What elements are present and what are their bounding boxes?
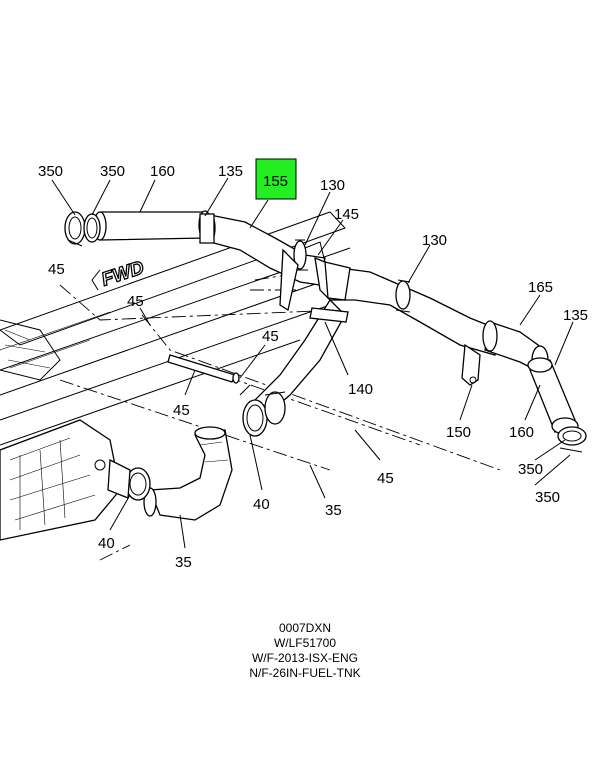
aftertreatment-housing bbox=[0, 419, 121, 541]
callout-350-a: 350 bbox=[38, 163, 63, 180]
tube-160-right bbox=[527, 357, 587, 453]
callout-350-d: 350 bbox=[535, 489, 560, 506]
callout-45-b: 45 bbox=[127, 293, 144, 310]
callout-130-b: 130 bbox=[422, 232, 447, 249]
callout-145: 145 bbox=[334, 206, 359, 223]
callout-45-a: 45 bbox=[48, 261, 65, 278]
callout-135-b: 135 bbox=[563, 307, 588, 324]
callout-40-b: 40 bbox=[98, 535, 115, 552]
callout-155: 155 bbox=[263, 173, 288, 190]
clamp-350-left bbox=[64, 211, 101, 247]
note-line-3: W/F-2013-ISX-ENG bbox=[251, 651, 359, 665]
callout-130-a: 130 bbox=[320, 177, 345, 194]
pipe-center-right bbox=[314, 256, 501, 356]
callout-135-a: 135 bbox=[218, 163, 243, 180]
callout-40-a: 40 bbox=[253, 496, 270, 513]
clamp-130-center bbox=[279, 239, 326, 312]
callout-160-b: 160 bbox=[509, 424, 534, 441]
callout-150: 150 bbox=[446, 424, 471, 441]
note-line-4: N/F-26IN-FUEL-TNK bbox=[249, 666, 361, 680]
leader-lines bbox=[51, 177, 574, 549]
elbow-35 bbox=[143, 426, 233, 521]
note-line-2: W/LF51700 bbox=[273, 636, 337, 650]
forward-direction-arrow: FWD bbox=[91, 257, 148, 291]
callout-45-e: 45 bbox=[377, 470, 394, 487]
callout-35-b: 35 bbox=[175, 554, 192, 571]
callout-45-c: 45 bbox=[262, 328, 279, 345]
reference-lines bbox=[59, 271, 501, 561]
rod-45 bbox=[167, 354, 240, 384]
tube-160-upper bbox=[93, 210, 212, 241]
callout-labels: 350 350 160 135 155 130 145 130 45 45 45… bbox=[38, 163, 588, 571]
pipe-140 bbox=[249, 261, 351, 421]
callout-165: 165 bbox=[528, 279, 553, 296]
drawing-notes: 0007DXN W/LF51700 W/F-2013-ISX-ENG N/F-2… bbox=[0, 621, 610, 681]
callout-350-b: 350 bbox=[100, 163, 125, 180]
callout-350-c: 350 bbox=[518, 461, 543, 478]
pipe-155-elbow bbox=[199, 213, 326, 286]
callout-155-highlight bbox=[255, 158, 297, 200]
note-line-1: 0007DXN bbox=[278, 621, 332, 635]
callout-160-a: 160 bbox=[150, 163, 175, 180]
callout-35-a: 35 bbox=[325, 502, 342, 519]
callout-140: 140 bbox=[348, 381, 373, 398]
clamp-40-center bbox=[239, 384, 286, 437]
callout-45-d: 45 bbox=[173, 402, 190, 419]
chassis-frame bbox=[0, 211, 356, 446]
